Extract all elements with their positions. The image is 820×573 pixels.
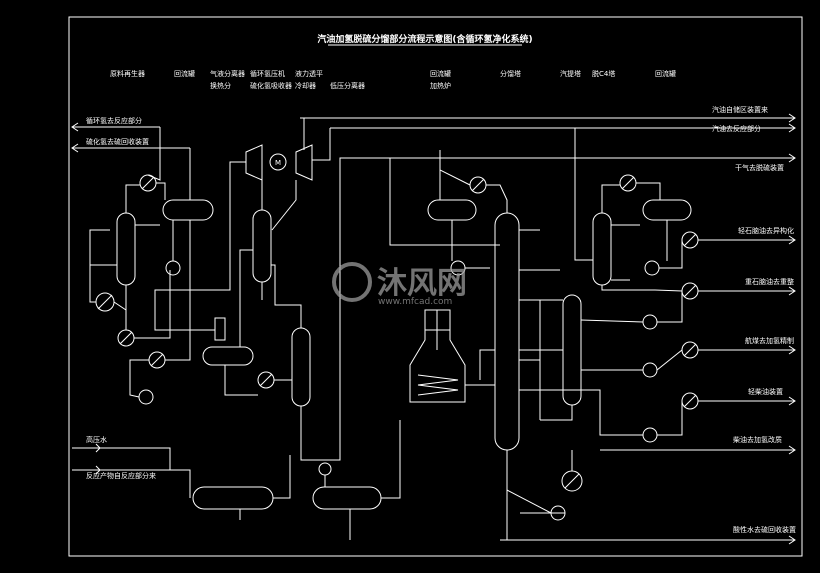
right-streams: 汽油自储区装置来 汽油去反应部分 干气去脱硫装置 轻石脑油去异构化 重石脑油去重…	[300, 105, 796, 545]
header-6: 分馏塔	[500, 69, 521, 78]
equipment-headers: 原料再生器 回流罐 气液分离器 循环氢压机 液力透平 回流罐 分馏塔 汽提塔 脱…	[110, 69, 676, 90]
right-stream-4: 重石脑油去重整	[745, 277, 794, 286]
turbine	[295, 144, 313, 181]
header-9: 回流罐	[655, 69, 676, 78]
compressor-1	[245, 144, 263, 181]
header-sub-3: 低压分离器	[330, 81, 365, 90]
watermark: 沐风网 www.mfcad.com	[332, 262, 467, 307]
motor-label: M	[275, 159, 281, 167]
right-stream-7: 柴油去加氢改质	[733, 435, 782, 444]
header-1: 回流罐	[174, 69, 195, 78]
right-stream-0: 汽油自储区装置来	[712, 105, 768, 114]
header-sub-1: 硫化氢吸收器	[250, 81, 292, 90]
absorber-small	[214, 317, 226, 341]
pump-6	[644, 260, 660, 276]
header-0: 原料再生器	[110, 69, 145, 78]
pump-9	[642, 427, 658, 443]
pump-7	[642, 314, 658, 330]
right-stream-8: 酸性水去硫回收装置	[733, 525, 796, 534]
watermark-brand: 沐风网	[377, 266, 467, 301]
reflux-drum-3	[642, 199, 692, 221]
left-section: M	[89, 118, 401, 540]
right-stream-5: 航煤去加氢精制	[745, 336, 794, 345]
reflux-drum-2	[427, 199, 477, 221]
left-stream-2: 高压水	[86, 435, 107, 444]
left-stream-1: 硫化氢去硫回收装置	[86, 137, 149, 146]
watermark-url: www.mfcad.com	[378, 297, 452, 307]
header-3: 循环氢压机	[250, 69, 285, 78]
column-3	[291, 327, 311, 407]
header-5: 回流罐	[430, 69, 451, 78]
right-section	[519, 128, 700, 443]
motor	[269, 153, 287, 171]
middle-section	[360, 150, 583, 540]
diagram-title: 汽油加氢脱硫分馏部分流程示意图(含循环氢净化系统)	[317, 33, 532, 45]
header-2: 气液分离器	[210, 69, 245, 78]
pump-3	[318, 462, 332, 476]
right-stream-2: 干气去脱硫装置	[735, 163, 784, 172]
header-7: 汽提塔	[560, 69, 581, 78]
header-4: 液力透平	[295, 69, 323, 78]
stripper-column	[562, 294, 582, 406]
fractionator-column	[494, 212, 520, 451]
header-sub-0: 换热分	[210, 81, 231, 90]
header-sub-2: 冷却器	[295, 81, 316, 90]
drum-2	[202, 346, 254, 366]
left-stream-0: 循环氢去反应部分	[86, 116, 142, 125]
header-8: 脱C4塔	[592, 69, 615, 78]
drum-4	[312, 486, 382, 510]
pump-1	[165, 260, 181, 276]
right-stream-6: 轻柴油装置	[748, 387, 783, 396]
debutanizer-column	[592, 212, 612, 286]
column-2	[252, 209, 272, 283]
header-sub-4: 加热炉	[430, 81, 451, 90]
column-1	[116, 212, 136, 286]
left-stream-3: 反应产物自反应部分来	[86, 471, 156, 480]
drum-3	[192, 486, 274, 510]
pump-8	[642, 362, 658, 378]
watermark-logo-icon	[332, 262, 372, 302]
right-stream-3: 轻石脑油去异构化	[738, 226, 794, 235]
reflux-drum-1	[162, 199, 214, 221]
pump-2	[138, 389, 154, 405]
drawing-border	[68, 16, 803, 557]
